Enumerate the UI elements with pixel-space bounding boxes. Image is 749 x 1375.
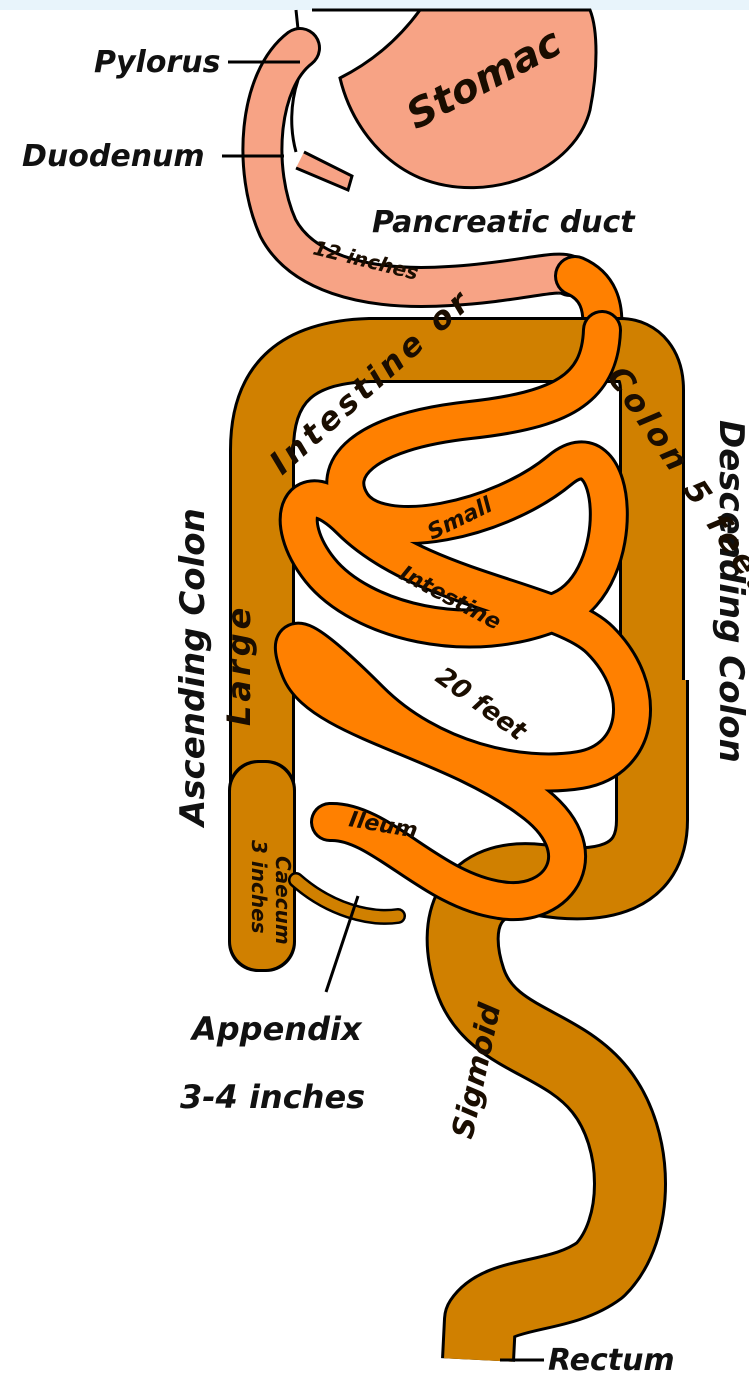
appendix-length-label: 3-4 inches (180, 1078, 365, 1116)
ascending-colon-label: Ascending Colon (173, 508, 213, 829)
caecum-length-label: 3 inches (247, 840, 271, 934)
appendix-label: Appendix (189, 1010, 363, 1048)
pancreatic-duct (296, 152, 352, 190)
large-label: Large (220, 604, 258, 726)
rectum-label: Rectum (548, 1343, 675, 1375)
caecum-label: Caecum (271, 856, 295, 945)
pylorus-label: Pylorus (94, 45, 220, 80)
duodenum-label: Duodenum (22, 139, 205, 174)
pancreatic-duct-label: Pancreatic duct (372, 205, 636, 240)
